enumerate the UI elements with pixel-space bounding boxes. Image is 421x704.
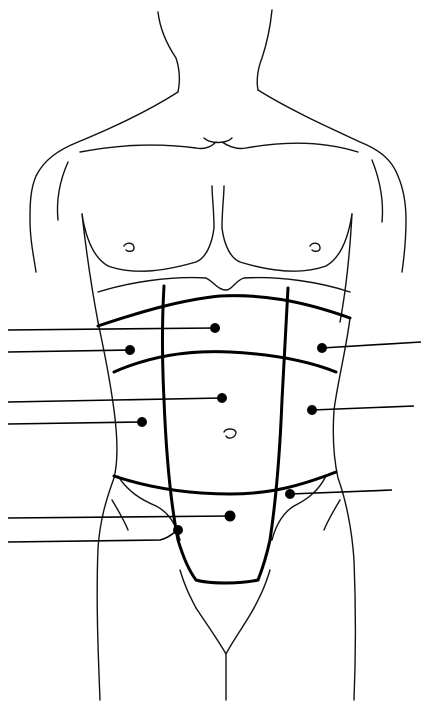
left-torso-side bbox=[97, 322, 117, 700]
ribcage-arch bbox=[98, 278, 350, 292]
navel bbox=[224, 429, 236, 438]
dot-right-lumbar bbox=[137, 417, 147, 427]
leader-left-lumbar bbox=[312, 406, 414, 410]
upper-boundary-line bbox=[98, 296, 350, 326]
sternal-notch bbox=[204, 138, 232, 143]
leader-hypogastric bbox=[8, 516, 230, 518]
right-shoulder-outline bbox=[258, 90, 406, 272]
right-pectoral bbox=[222, 186, 352, 271]
dot-left-iliac bbox=[285, 489, 295, 499]
neck-left-outline bbox=[158, 12, 179, 92]
right-torso-side bbox=[333, 318, 355, 700]
leader-right-iliac bbox=[8, 530, 178, 542]
right-nipple bbox=[310, 243, 320, 251]
dot-umbilical bbox=[217, 393, 227, 403]
neck-right-outline bbox=[257, 10, 272, 90]
right-deltoid-line bbox=[372, 160, 383, 222]
dot-left-hypochondriac bbox=[317, 343, 327, 353]
leader-left-hypochondriac bbox=[322, 342, 421, 348]
crotch-outline bbox=[196, 608, 254, 654]
right-flank-crease bbox=[324, 500, 340, 530]
subcostal-line bbox=[114, 352, 336, 372]
left-pectoral bbox=[82, 186, 214, 271]
right-leg-inner bbox=[254, 570, 270, 608]
right-collarbone bbox=[222, 142, 358, 152]
left-nipple bbox=[124, 243, 134, 251]
left-flank-crease bbox=[112, 500, 128, 530]
dot-right-iliac bbox=[173, 525, 183, 535]
dot-left-lumbar bbox=[307, 405, 317, 415]
left-shoulder-outline bbox=[30, 92, 178, 272]
right-arm-inner bbox=[340, 214, 352, 322]
lower-boundary-line bbox=[196, 580, 258, 583]
left-deltoid-line bbox=[57, 162, 68, 220]
leader-epigastric bbox=[8, 328, 215, 330]
left-arm-inner bbox=[82, 214, 98, 322]
leader-right-lumbar bbox=[8, 422, 142, 424]
dot-epigastric bbox=[210, 323, 220, 333]
intertubercular-line bbox=[114, 472, 336, 494]
leader-umbilical bbox=[8, 398, 222, 402]
left-collarbone bbox=[80, 142, 216, 152]
dot-right-hypochondriac bbox=[125, 345, 135, 355]
dot-hypogastric bbox=[225, 511, 236, 522]
leader-left-iliac bbox=[290, 490, 392, 494]
leader-right-hypochondriac bbox=[8, 350, 130, 352]
